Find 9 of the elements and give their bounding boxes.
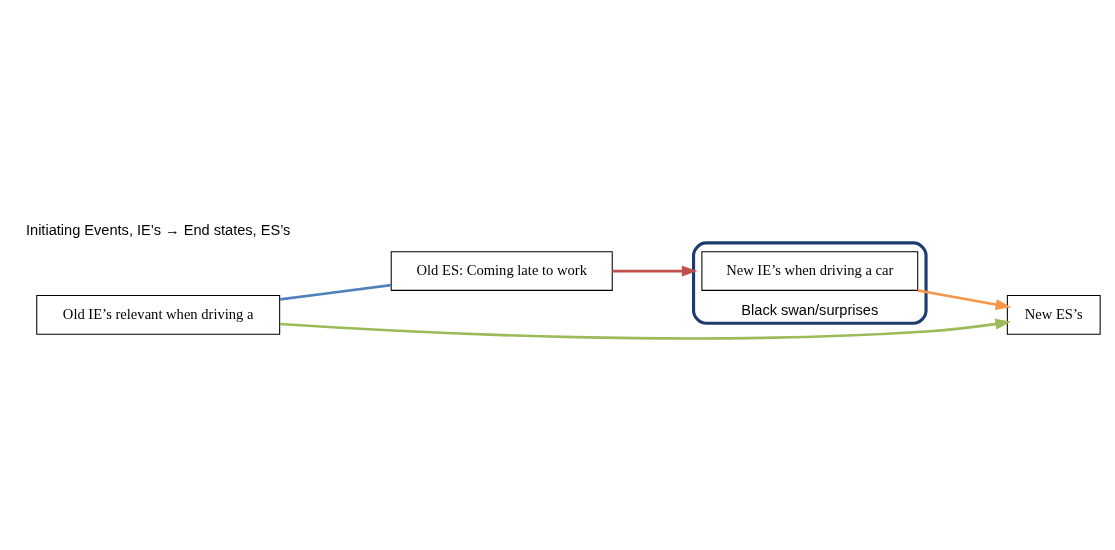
- arrow: [917, 288, 1012, 310]
- label: Initiating Events, IE’s → End states, ES’s: [25, 221, 291, 238]
- arrow: [612, 265, 698, 277]
- node-box: New ES’s: [1006, 294, 1101, 335]
- node-box: Old IE’s relevant when driving a: [36, 294, 281, 335]
- arrow: [279, 318, 1012, 340]
- node-box: New IE’s when driving a car: [701, 250, 919, 291]
- connector: [279, 283, 392, 301]
- node-box: Old ES: Coming late to work: [390, 250, 613, 291]
